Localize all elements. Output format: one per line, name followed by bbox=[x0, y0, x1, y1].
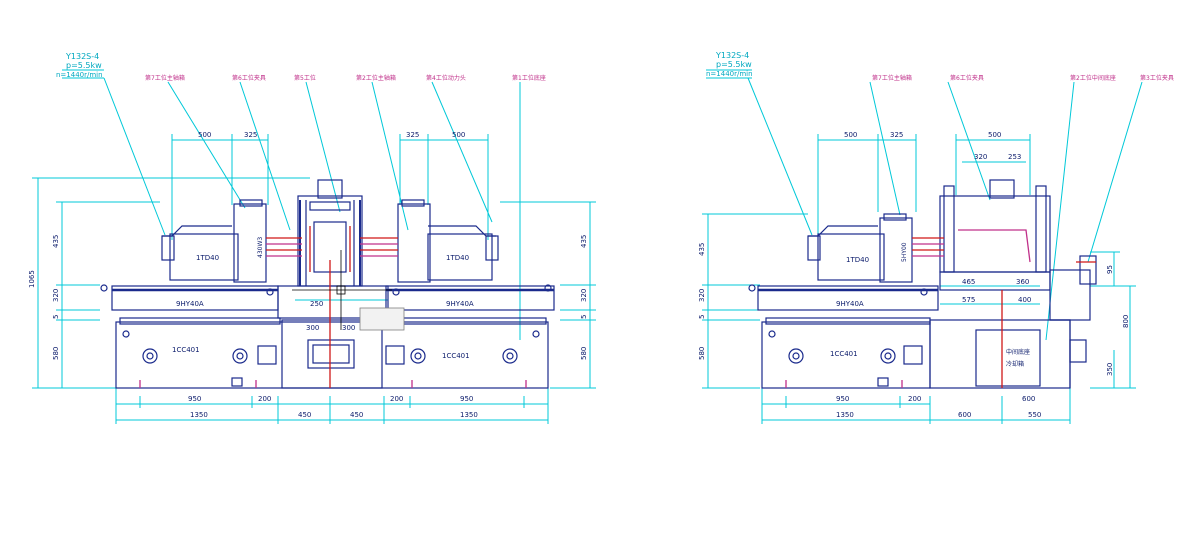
left-dim-bottom-1: 950 bbox=[188, 395, 201, 403]
right-callout-3: 第2工位中间底座 bbox=[1070, 74, 1116, 82]
right-dim-total-1: 1350 bbox=[836, 411, 854, 419]
left-dim-left-3: 5 bbox=[52, 315, 60, 319]
left-dim-mid-1: 250 bbox=[310, 300, 323, 308]
right-motor-speed: n=1440r/min bbox=[706, 70, 753, 78]
left-callout-1: 第7工位主轴箱 bbox=[145, 74, 185, 82]
right-dim-top-2: 325 bbox=[890, 131, 903, 139]
left-machine-view bbox=[32, 69, 596, 424]
right-dim-mid-4: 400 bbox=[1018, 296, 1031, 304]
left-dim-bottom-5: 200 bbox=[390, 395, 403, 403]
left-dim-left-total: 1065 bbox=[28, 270, 36, 288]
right-dim-right-2: 800 bbox=[1122, 315, 1130, 328]
right-spindles bbox=[785, 229, 1096, 388]
left-crosshair bbox=[292, 250, 392, 330]
right-dim-mid-1: 465 bbox=[962, 278, 975, 286]
left-unit-base-2: 1CC401 bbox=[442, 352, 470, 360]
right-dim-mid-3: 575 bbox=[962, 296, 975, 304]
left-dim-right-4: 580 bbox=[580, 347, 588, 360]
right-dim-top-4: 320 bbox=[974, 153, 987, 161]
left-unit-head-1: 1TD40 bbox=[196, 254, 219, 262]
right-dim-right-3: 350 bbox=[1106, 363, 1114, 376]
left-dim-total-2: 1350 bbox=[460, 411, 478, 419]
right-dim-right-1: 95 bbox=[1106, 265, 1114, 274]
right-dim-top-1: 500 bbox=[844, 131, 857, 139]
left-motor-power: p=5.5kw bbox=[66, 61, 102, 70]
left-dim-top-1: 500 bbox=[198, 131, 211, 139]
right-dim-total-2: 600 bbox=[958, 411, 971, 419]
right-unit-spindle: 5HY00 bbox=[901, 242, 908, 262]
right-motor-power: p=5.5kw bbox=[716, 60, 752, 69]
left-motor-speed: n=1440r/min bbox=[56, 71, 103, 79]
right-box-label-1: 中间底座 bbox=[1006, 348, 1030, 356]
right-callout-4: 第3工位夹具 bbox=[1140, 74, 1174, 82]
left-unit-head-2: 1TD40 bbox=[446, 254, 469, 262]
left-dim-right-3: 5 bbox=[580, 315, 588, 319]
left-dim-bottom-3: 450 bbox=[298, 411, 311, 419]
left-dim-top-2: 325 bbox=[244, 131, 257, 139]
left-dim-top-3: 325 bbox=[406, 131, 419, 139]
left-spindles bbox=[139, 226, 527, 388]
right-dim-total-3: 600 bbox=[1022, 395, 1035, 403]
left-dim-right-1: 435 bbox=[580, 235, 588, 248]
right-callout-2: 第6工位夹具 bbox=[950, 74, 984, 82]
left-unit-base-1: 1CC401 bbox=[172, 346, 200, 354]
right-callout-1: 第7工位主轴箱 bbox=[872, 74, 912, 82]
left-dim-left-2: 320 bbox=[52, 289, 60, 302]
left-callout-4: 第2工位主轴箱 bbox=[356, 74, 396, 82]
left-dim-left-4: 580 bbox=[52, 347, 60, 360]
left-dim-mid-3: 300 bbox=[342, 324, 355, 332]
right-dim-mid-2: 360 bbox=[1016, 278, 1029, 286]
right-dim-top-5: 253 bbox=[1008, 153, 1021, 161]
left-dim-total-1: 1350 bbox=[190, 411, 208, 419]
left-callout-2: 第6工位夹具 bbox=[232, 74, 266, 82]
right-dim-left-3: 5 bbox=[698, 315, 706, 319]
right-machine-view bbox=[702, 69, 1143, 424]
left-dim-left-1: 435 bbox=[52, 235, 60, 248]
left-dim-bottom-2: 200 bbox=[258, 395, 271, 403]
left-callout-5: 第4工位动力头 bbox=[426, 74, 466, 82]
right-dim-left-1: 435 bbox=[698, 243, 706, 256]
left-dim-top-4: 500 bbox=[452, 131, 465, 139]
right-dim-bottom-2: 200 bbox=[908, 395, 921, 403]
right-machine-outline bbox=[748, 179, 1097, 389]
left-machine-outline bbox=[100, 179, 555, 389]
right-dim-bottom-1: 950 bbox=[836, 395, 849, 403]
right-dim-total-4: 550 bbox=[1028, 411, 1041, 419]
right-dimension-lines bbox=[702, 69, 1143, 424]
left-dim-mid-2: 300 bbox=[306, 324, 319, 332]
left-unit-spindle: 430W3 bbox=[257, 237, 264, 258]
left-dim-bottom-6: 950 bbox=[460, 395, 473, 403]
right-dim-top-3: 500 bbox=[988, 131, 1001, 139]
right-unit-head: 1TD40 bbox=[846, 256, 869, 264]
left-dim-right-2: 320 bbox=[580, 289, 588, 302]
right-box-label-2: 冷却箱 bbox=[1006, 360, 1024, 368]
right-motor-model: Y132S-4 bbox=[715, 51, 749, 60]
left-unit-slide-1: 9HY40A bbox=[176, 300, 204, 308]
left-unit-slide-2: 9HY40A bbox=[446, 300, 474, 308]
left-callout-6: 第1工位底座 bbox=[512, 74, 546, 82]
left-callout-3: 第5工位 bbox=[294, 74, 316, 82]
left-highlight-box bbox=[359, 307, 405, 331]
right-dim-left-4: 580 bbox=[698, 347, 706, 360]
left-dim-bottom-4: 450 bbox=[350, 411, 363, 419]
right-unit-base: 1CC401 bbox=[830, 350, 858, 358]
left-motor-model: Y132S-4 bbox=[65, 52, 99, 61]
right-dim-left-2: 320 bbox=[698, 289, 706, 302]
right-unit-slide: 9HY40A bbox=[836, 300, 864, 308]
